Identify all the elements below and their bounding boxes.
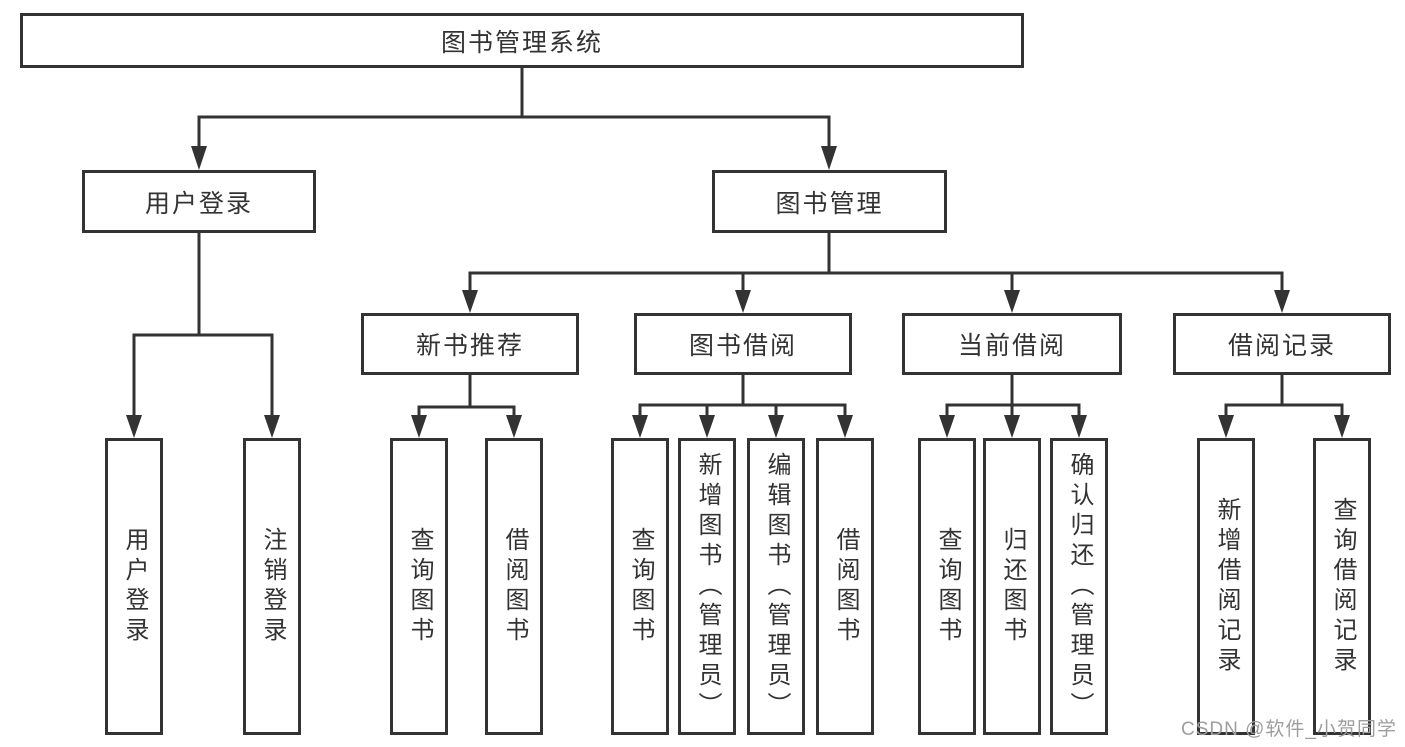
node-new-book-recommend: 新书推荐 <box>361 313 579 375</box>
leaf-logout: 注销登录 <box>243 438 301 735</box>
node-root-label: 图书管理系统 <box>440 28 603 57</box>
leaf-edit-books-admin-label: 编辑图书（管理员） <box>763 451 790 722</box>
leaf-user-login: 用户登录 <box>105 438 163 735</box>
leaf-edit-books-admin: 编辑图书（管理员） <box>747 438 805 735</box>
leaf-logout-label: 注销登录 <box>259 526 286 647</box>
node-current-borrow-label: 当前借阅 <box>957 332 1066 360</box>
node-root: 图书管理系统 <box>20 13 1024 68</box>
leaf-recommend-query-books-label: 查询图书 <box>406 526 433 647</box>
leaf-borrow-books: 借阅图书 <box>816 438 874 735</box>
leaf-query-borrow-record: 查询借阅记录 <box>1313 438 1371 735</box>
leaf-user-login-label: 用户登录 <box>121 526 148 647</box>
leaf-current-query-books-label: 查询图书 <box>934 526 961 647</box>
leaf-recommend-borrow-books: 借阅图书 <box>485 438 543 735</box>
node-user-login-label: 用户登录 <box>144 189 253 218</box>
leaf-current-query-books: 查询图书 <box>918 438 976 735</box>
leaf-borrow-query-books: 查询图书 <box>611 438 669 735</box>
watermark: CSDN @软件_小贺同学 <box>1181 719 1397 740</box>
leaf-query-borrow-record-label: 查询借阅记录 <box>1329 496 1356 677</box>
leaf-add-books-admin: 新增图书（管理员） <box>678 438 736 735</box>
leaf-confirm-return-admin-label: 确认归还（管理员） <box>1066 451 1093 722</box>
node-book-management-label: 图书管理 <box>775 189 884 218</box>
node-book-management: 图书管理 <box>712 170 947 233</box>
node-new-book-recommend-label: 新书推荐 <box>415 332 524 360</box>
leaf-add-borrow-record: 新增借阅记录 <box>1197 438 1255 735</box>
leaf-borrow-books-label: 借阅图书 <box>832 526 859 647</box>
leaf-confirm-return-admin: 确认归还（管理员） <box>1050 438 1108 735</box>
leaf-return-books-label: 归还图书 <box>999 526 1026 647</box>
leaf-recommend-borrow-books-label: 借阅图书 <box>501 526 528 647</box>
leaf-add-books-admin-label: 新增图书（管理员） <box>694 451 721 722</box>
leaf-recommend-query-books: 查询图书 <box>390 438 448 735</box>
node-current-borrow: 当前借阅 <box>902 313 1122 375</box>
node-book-borrow: 图书借阅 <box>634 313 852 375</box>
node-borrow-records: 借阅记录 <box>1173 313 1391 375</box>
leaf-return-books: 归还图书 <box>983 438 1041 735</box>
node-user-login: 用户登录 <box>82 170 316 233</box>
leaf-borrow-query-books-label: 查询图书 <box>627 526 654 647</box>
node-borrow-records-label: 借阅记录 <box>1227 332 1336 360</box>
node-book-borrow-label: 图书借阅 <box>688 332 797 360</box>
leaf-add-borrow-record-label: 新增借阅记录 <box>1213 496 1240 677</box>
